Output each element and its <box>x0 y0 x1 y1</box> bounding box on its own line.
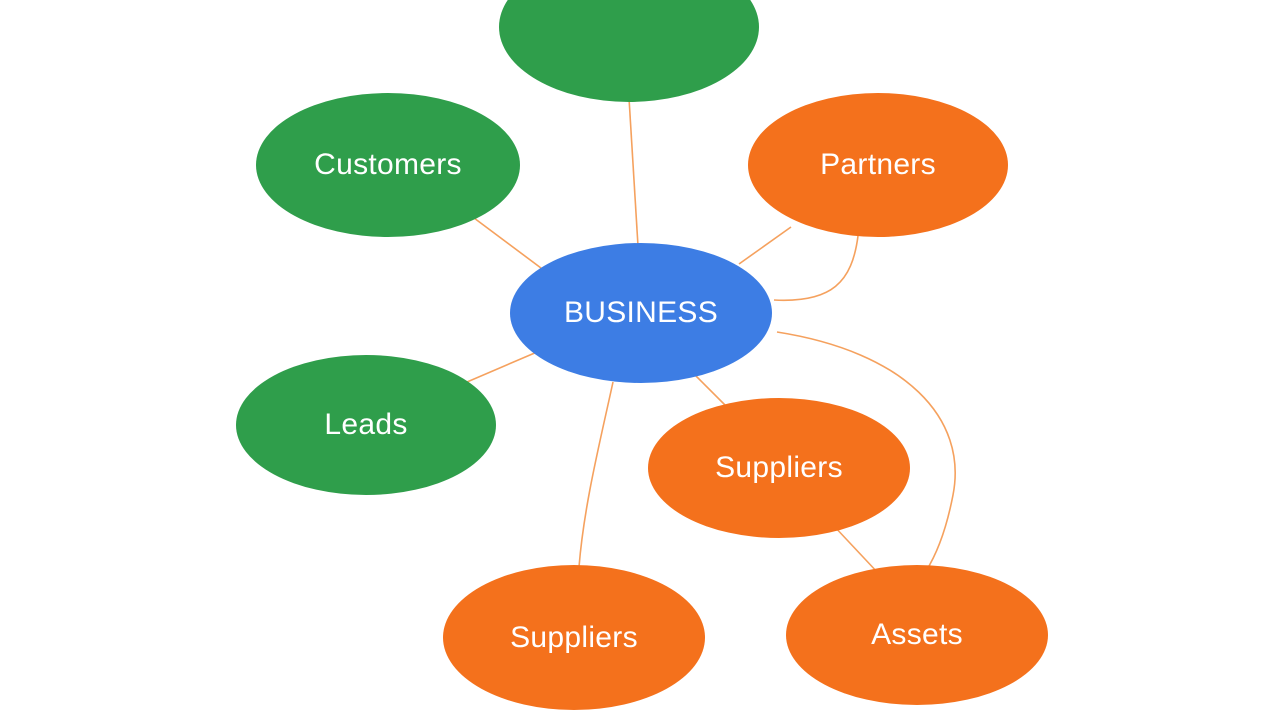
node-customers[interactable]: Customers <box>256 93 520 237</box>
node-partners[interactable]: Partners <box>748 93 1008 237</box>
node-top[interactable] <box>499 0 759 102</box>
node-suppliers-right[interactable]: Suppliers <box>648 398 910 538</box>
node-business-label: BUSINESS <box>563 296 719 329</box>
node-suppliers-right-label: Suppliers <box>715 451 843 484</box>
node-suppliers-bottom[interactable]: Suppliers <box>443 565 705 710</box>
edge-suppliers-assets <box>832 524 880 575</box>
node-business[interactable]: BUSINESS <box>510 243 772 383</box>
node-partners-label: Partners <box>820 148 936 181</box>
node-customers-label: Customers <box>314 148 462 181</box>
edge-business-top <box>628 97 639 247</box>
node-assets[interactable]: Assets <box>786 565 1048 705</box>
node-assets-label: Assets <box>871 618 963 651</box>
edge-business-partners-curve <box>773 235 859 302</box>
node-leads-label: Leads <box>324 408 408 441</box>
edge-business-customers <box>465 211 550 275</box>
edge-business-partners <box>738 226 792 265</box>
node-leads[interactable]: Leads <box>236 355 496 495</box>
edge-business-suppliers-bottom <box>578 381 614 568</box>
node-suppliers-bottom-label: Suppliers <box>510 620 638 654</box>
